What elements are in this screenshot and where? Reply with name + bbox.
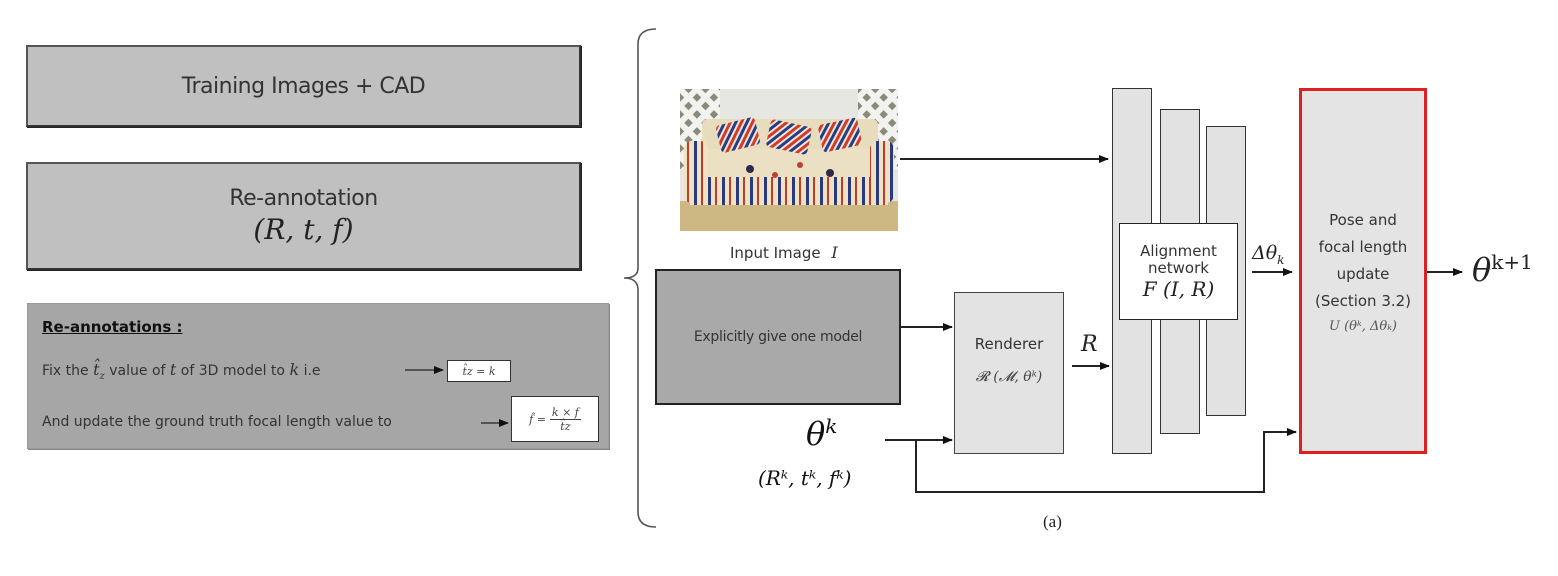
theta-sup: k bbox=[825, 414, 838, 438]
delta-sub: k bbox=[1277, 252, 1285, 267]
training-images-cad-box: Training Images + CAD bbox=[26, 45, 581, 127]
f-hat-lhs: f̂ = bbox=[529, 412, 546, 426]
update-line-2: focal length bbox=[1318, 238, 1408, 256]
fix-tz-line: Fix the t̂z value of t of 3D model to k … bbox=[42, 360, 321, 382]
sofa-photo bbox=[680, 89, 898, 231]
fix-mid2: of 3D model to bbox=[176, 363, 290, 379]
input-image-caption: Input Image I bbox=[730, 243, 838, 262]
update-formula: U (θᵏ, Δθₖ) bbox=[1328, 319, 1398, 334]
update-line-3: update bbox=[1336, 265, 1390, 283]
theta-symbol: θ bbox=[806, 414, 826, 453]
renderer-box: Renderer 𝓡 (𝓜, θᵏ) bbox=[954, 292, 1064, 454]
fix-prefix: Fix the bbox=[42, 363, 94, 379]
output-theta-sup: k+1 bbox=[1491, 250, 1533, 274]
alignment-label-line2: network bbox=[1148, 258, 1209, 277]
subfigure-label: (a) bbox=[1043, 512, 1062, 531]
update-label: Pose and focal length update (Section 3.… bbox=[1315, 207, 1411, 315]
update-focal-line: And update the ground truth focal length… bbox=[42, 414, 392, 430]
theta-k-plus-1: θk+1 bbox=[1472, 250, 1533, 289]
alignment-formula: F (I, R) bbox=[1142, 276, 1215, 301]
output-theta-symbol: θ bbox=[1472, 250, 1492, 289]
theta-k-params: (Rᵏ, tᵏ, fᵏ) bbox=[758, 466, 852, 490]
reannotation-label: Re-annotation bbox=[229, 186, 378, 211]
renderer-label: Renderer bbox=[974, 335, 1044, 353]
fix-suffix: i.e bbox=[299, 363, 321, 379]
delta-theta-k: Δθk bbox=[1252, 242, 1284, 267]
renderer-formula: 𝓡 (𝓜, θᵏ) bbox=[975, 369, 1043, 385]
input-image bbox=[680, 89, 898, 231]
t-var: t bbox=[169, 360, 177, 379]
update-line-1: Pose and bbox=[1329, 211, 1397, 229]
fraction-denominator: t̂z bbox=[560, 419, 571, 433]
explicit-model-box: Explicitly give one model bbox=[655, 269, 901, 405]
reannotation-params: (R, t, f) bbox=[253, 213, 354, 246]
training-images-cad-label: Training Images + CAD bbox=[181, 73, 426, 99]
delta-symbol: Δθ bbox=[1252, 242, 1278, 264]
alignment-network-box: Alignment network F (I, R) bbox=[1119, 223, 1238, 320]
render-output-R: R bbox=[1081, 332, 1098, 357]
input-image-caption-text: Input Image bbox=[730, 244, 821, 262]
tz-hat-var: t̂ bbox=[93, 360, 100, 379]
pose-focal-update-box: Pose and focal length update (Section 3.… bbox=[1299, 88, 1427, 454]
reannotations-heading: Re-annotations : bbox=[42, 318, 183, 336]
input-image-var: I bbox=[831, 243, 838, 262]
k-var: k bbox=[289, 360, 300, 379]
tz-equals-k: t̂z = k bbox=[462, 364, 496, 378]
alignment-label-line1: Alignment bbox=[1140, 241, 1217, 260]
arrow-theta-to-update bbox=[915, 428, 1297, 493]
fraction-numerator: k × f bbox=[549, 405, 581, 420]
fraction: k × f t̂z bbox=[549, 405, 581, 433]
tz-equals-k-box: t̂z = k bbox=[447, 360, 511, 382]
update-line-4: (Section 3.2) bbox=[1314, 292, 1412, 310]
focal-formula-box: f̂ = k × f t̂z bbox=[511, 396, 599, 442]
curly-brace bbox=[623, 28, 657, 528]
fix-mid: value of bbox=[104, 363, 170, 379]
theta-k: θk bbox=[806, 414, 837, 453]
tz-sub: z bbox=[99, 370, 105, 382]
reannotations-note: Re-annotations : Fix the t̂z value of t … bbox=[27, 303, 609, 449]
reannotation-box: Re-annotation (R, t, f) bbox=[26, 162, 581, 270]
explicit-model-label: Explicitly give one model bbox=[693, 329, 863, 345]
